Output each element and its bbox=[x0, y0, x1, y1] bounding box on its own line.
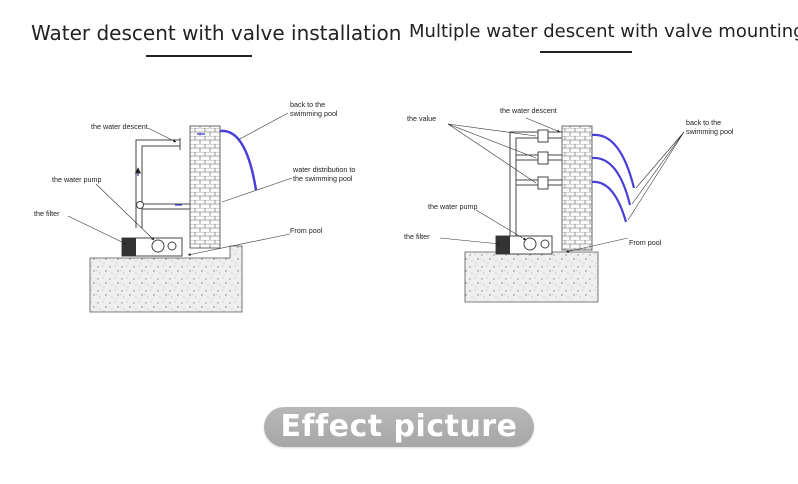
label-water-pump: the water pump bbox=[52, 175, 102, 184]
left-filter-icon bbox=[122, 238, 136, 256]
right-leader-valves bbox=[447, 123, 537, 184]
right-brick-wall bbox=[561, 125, 593, 251]
label-right-filter: the filter bbox=[404, 232, 430, 241]
label-filter: the filter bbox=[34, 209, 60, 218]
right-valve-4-icon bbox=[540, 239, 550, 249]
right-leader-descent bbox=[525, 117, 561, 133]
right-diagram: the value the water descent back to the … bbox=[404, 106, 734, 303]
left-leader-back bbox=[237, 112, 289, 141]
label-distribution-line1: water distribution to bbox=[292, 165, 355, 174]
right-title-underline bbox=[540, 51, 632, 53]
label-right-back-pool-line1: back to the bbox=[686, 118, 721, 127]
left-leader-pump bbox=[95, 183, 155, 241]
left-brick-wall bbox=[189, 125, 221, 249]
right-leader-filter bbox=[439, 237, 501, 246]
label-back-pool-line1: back to the bbox=[290, 100, 325, 109]
right-pump-icon bbox=[523, 237, 537, 251]
label-right-water-descent: the water descent bbox=[500, 106, 557, 115]
label-distribution-line2: the swimming pool bbox=[293, 174, 353, 183]
left-title-underline bbox=[146, 55, 252, 57]
label-water-descent: the water descent bbox=[91, 122, 148, 131]
left-ground bbox=[89, 245, 243, 313]
left-diagram: the water descent back to the swimming p… bbox=[34, 100, 355, 313]
right-filter-icon bbox=[496, 236, 510, 254]
left-leader-filter bbox=[67, 215, 127, 245]
left-valve-2-icon bbox=[167, 241, 177, 251]
left-leader-distribution bbox=[221, 177, 293, 203]
right-diagram-title: Multiple water descent with valve mounti… bbox=[409, 21, 798, 42]
right-valve-2-icon bbox=[537, 151, 549, 165]
left-diagram-title: Water descent with valve installation bbox=[31, 21, 402, 45]
left-valve-icon bbox=[136, 201, 144, 209]
left-descent-pipe bbox=[135, 138, 181, 228]
left-water-jet bbox=[219, 129, 258, 191]
left-leader-descent bbox=[147, 127, 177, 143]
label-value: the value bbox=[407, 114, 436, 123]
effect-picture-button[interactable]: Effect picture bbox=[264, 407, 534, 447]
label-right-water-pump: the water pump bbox=[428, 202, 478, 211]
label-right-from-pool: From pool bbox=[629, 238, 662, 247]
right-leader-pool bbox=[565, 237, 629, 253]
right-water-jet-3 bbox=[591, 180, 628, 223]
label-right-back-pool-line2: swimming pool bbox=[686, 127, 734, 136]
right-valve-3-icon bbox=[537, 176, 549, 190]
right-ground bbox=[464, 251, 599, 303]
label-from-pool: From pool bbox=[290, 226, 323, 235]
right-water-jet-2 bbox=[591, 156, 632, 206]
right-leader-back bbox=[627, 131, 685, 221]
left-pump-icon bbox=[151, 239, 165, 253]
left-flow-arrows bbox=[138, 133, 205, 206]
right-water-jet-1 bbox=[591, 133, 636, 189]
left-distribution-pipe bbox=[142, 203, 190, 210]
right-leader-pump bbox=[475, 209, 527, 241]
label-back-pool-line2: swimming pool bbox=[290, 109, 338, 118]
left-leader-pool bbox=[187, 233, 291, 256]
right-valve-1-icon bbox=[537, 129, 549, 143]
